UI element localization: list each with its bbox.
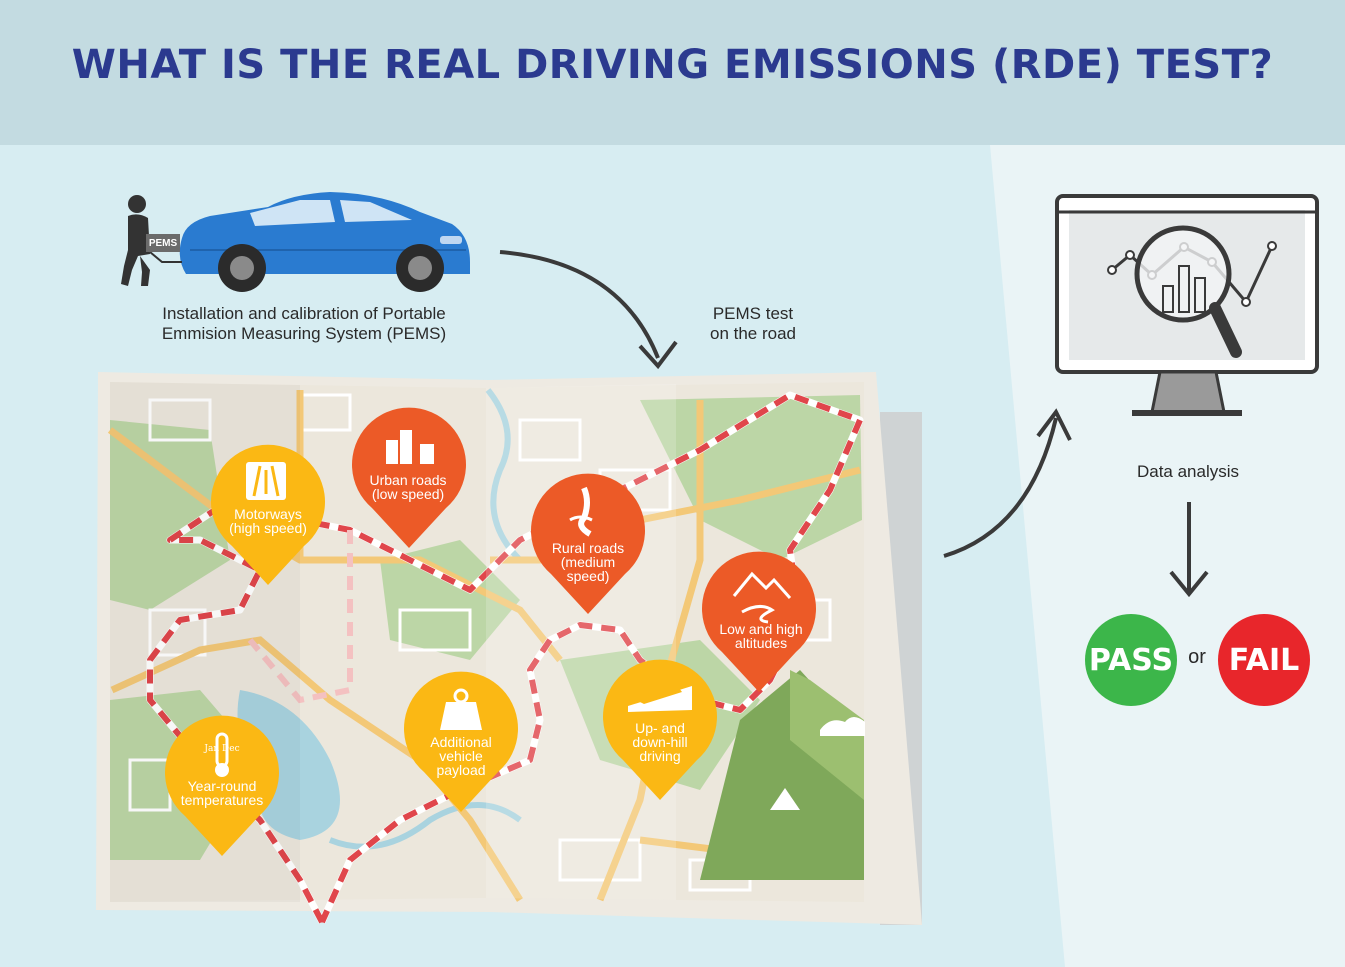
pin-urban	[352, 407, 467, 548]
pin-motorways	[211, 444, 326, 585]
header-band	[0, 0, 1345, 145]
fail-badge: FAIL	[1218, 614, 1310, 706]
pin-payload	[403, 671, 518, 812]
monitor-icon	[1055, 194, 1319, 416]
or-label: or	[1188, 646, 1206, 668]
installation-label: Installation and calibration of Portable…	[161, 304, 447, 343]
car-illustration	[149, 192, 470, 292]
thermometer-months: Jan Dec	[204, 744, 240, 754]
route-line	[147, 392, 863, 924]
pin-urban-label: Urban roads(low speed)	[369, 472, 447, 502]
data-analysis-label: Data analysis	[1136, 462, 1240, 481]
pin-rural	[531, 473, 646, 614]
pin-hills	[603, 659, 717, 800]
page-title: WHAT IS THE REAL DRIVING EMISSIONS (RDE)…	[71, 42, 1274, 88]
pin-altitudes	[702, 551, 817, 692]
pin-temperatures	[164, 715, 279, 856]
person-icon	[121, 195, 180, 286]
arrow-to-map	[499, 250, 660, 359]
arrow-to-analysis	[943, 417, 1058, 558]
pass-badge: PASS	[1085, 614, 1177, 706]
pems-tag: PEMS	[148, 238, 178, 249]
pin-motorways-label: Motorways(high speed)	[229, 506, 307, 536]
